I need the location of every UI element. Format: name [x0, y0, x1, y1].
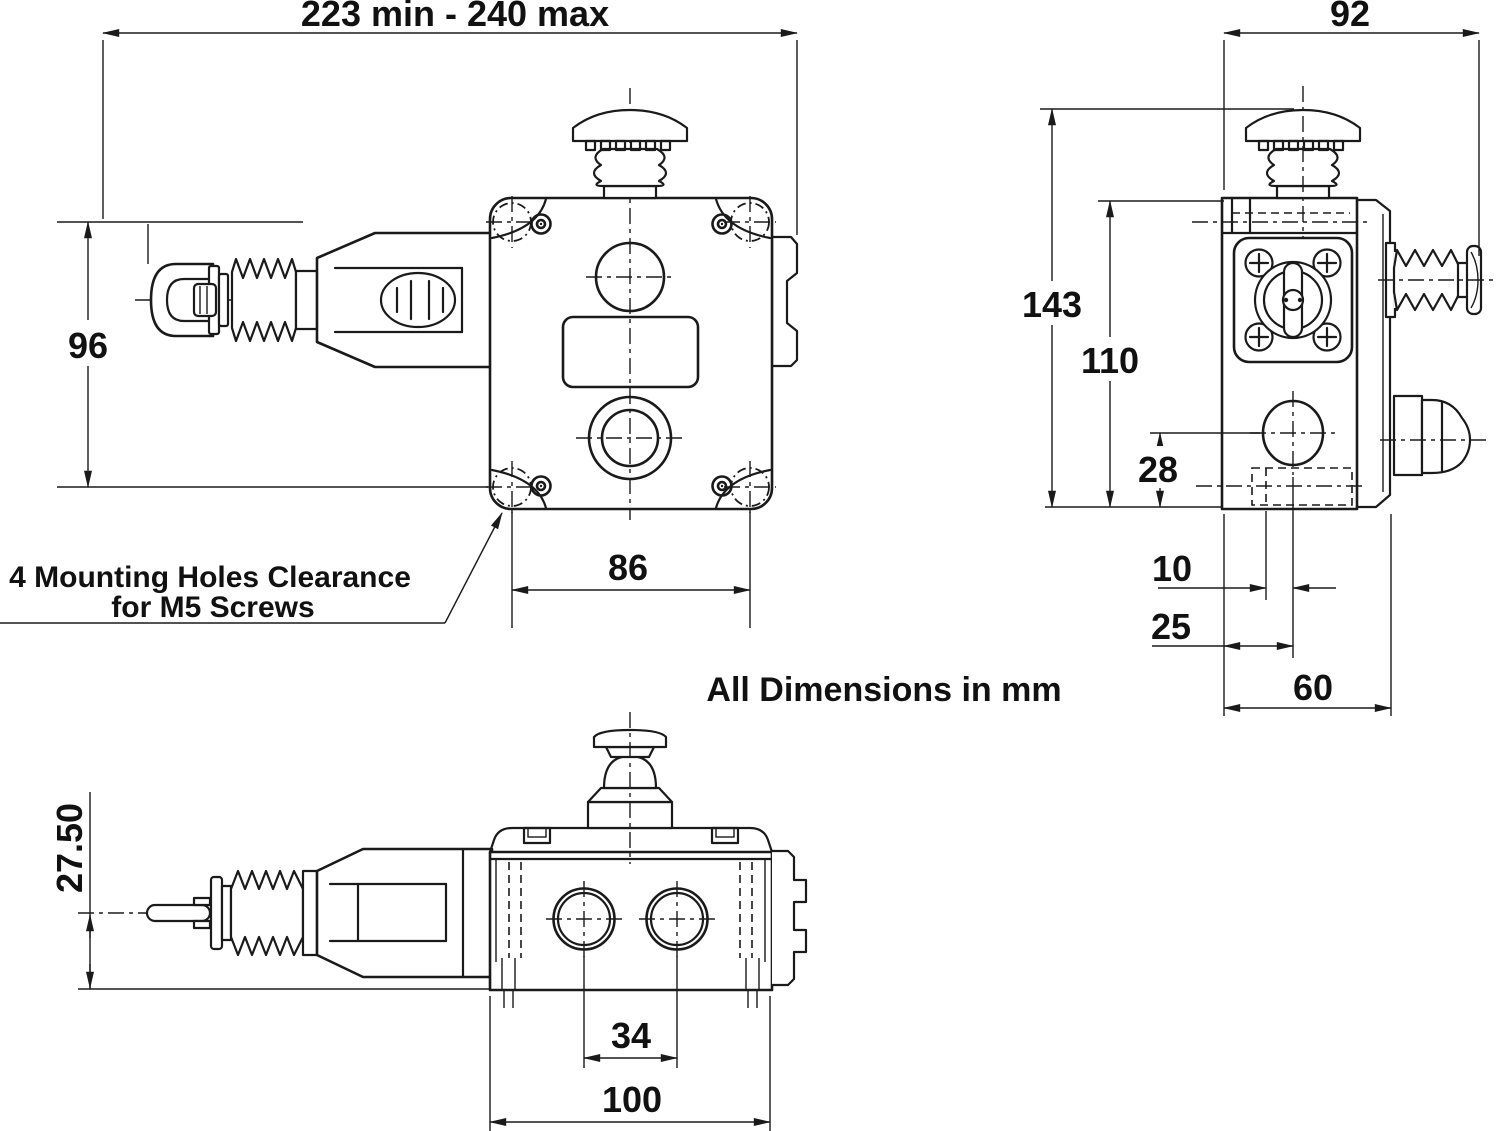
- bottom-body-outline: [488, 850, 774, 992]
- mounting-note: 4 Mounting Holes Clearance for M5 Screws: [0, 512, 503, 624]
- face-plate-screws: [1244, 248, 1342, 352]
- dim-143-label: 143: [1022, 284, 1082, 325]
- side-body-outline: [1220, 196, 1359, 511]
- dim-110-label: 110: [1081, 340, 1139, 381]
- hidden-channels: [495, 859, 766, 1008]
- lever-bellows-bottom: [229, 869, 305, 957]
- wire-eyelet: [149, 262, 215, 338]
- wire-plunger: [1378, 241, 1494, 319]
- lever-bellows: [230, 257, 298, 343]
- dim-width-range-label: 223 min - 240 max: [301, 0, 609, 34]
- flange-profile-bottom: [770, 849, 808, 987]
- note-leader-line: [444, 512, 503, 624]
- dome-plug: [1380, 394, 1488, 477]
- side-body: [1192, 86, 1494, 511]
- bottom-view: 27.50 34 100: [49, 712, 808, 1131]
- body-outline: [488, 196, 774, 511]
- lever-slot: [379, 271, 457, 329]
- lever-head-bottom: [315, 847, 494, 979]
- lever-pin: [145, 903, 212, 923]
- dim-10-label: 10: [1152, 548, 1192, 589]
- dim-2750-label: 27.50: [49, 803, 90, 893]
- lever-head: [315, 231, 494, 369]
- side-tab: [770, 235, 799, 368]
- rotary-cam: [1253, 260, 1333, 340]
- dim-60-label: 60: [1293, 667, 1333, 708]
- front-dimensions: 223 min - 240 max 96 86: [57, 0, 798, 628]
- bottom-dimensions: 27.50 34 100: [49, 792, 771, 1131]
- lid-profile: [488, 826, 774, 854]
- bottom-pull-lever-arm: [78, 847, 494, 979]
- front-view: 223 min - 240 max 96 86 4 Mounting Holes…: [0, 0, 799, 628]
- gland-holes: [546, 881, 715, 957]
- bottom-body: [488, 712, 808, 1008]
- dim-25-label: 25: [1151, 606, 1191, 647]
- estop-button-profile: [586, 712, 674, 864]
- dim-96-label: 96: [68, 325, 108, 366]
- dim-100-label: 100: [602, 1079, 662, 1120]
- mounting-flange-profile: [1355, 198, 1392, 509]
- side-dimensions: 92 143 110 28 10 25 60: [1016, 0, 1480, 716]
- mounting-note-line1: 4 Mounting Holes Clearance: [9, 561, 411, 594]
- units-note: All Dimensions in mm: [706, 671, 1061, 709]
- label-plate: [561, 315, 700, 389]
- dim-34-label: 34: [611, 1015, 651, 1056]
- dim-28-label: 28: [1138, 449, 1178, 490]
- dim-92-label: 92: [1330, 0, 1370, 34]
- dim-86-label: 86: [608, 547, 648, 588]
- side-view: 92 143 110 28 10 25 60: [1016, 0, 1494, 716]
- front-pull-lever-arm: [135, 231, 494, 369]
- mounting-note-line2: for M5 Screws: [111, 591, 314, 624]
- front-body: [486, 88, 799, 520]
- eyelet-bolt: [192, 282, 218, 318]
- face-plate: [1232, 236, 1354, 364]
